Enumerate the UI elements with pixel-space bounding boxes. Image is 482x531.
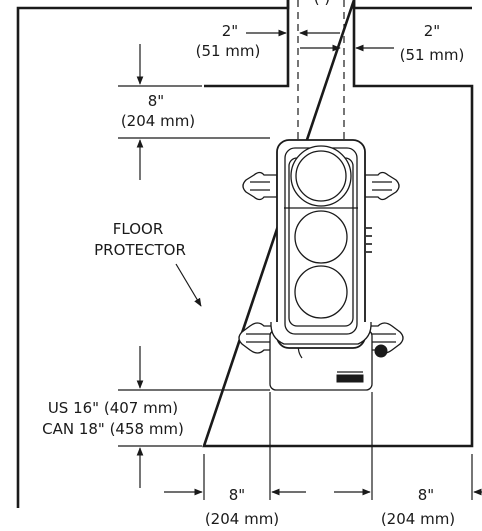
left-side-inches: 8" <box>229 486 245 504</box>
flue-left-gap-dimension: 2" (51 mm) <box>196 22 340 60</box>
stove-base-label <box>336 374 364 383</box>
front-clearance-can: CAN 18" (458 mm) <box>42 420 184 438</box>
flue-collar-inner <box>295 150 347 202</box>
front-clearance-us: US 16" (407 mm) <box>48 399 178 417</box>
left-side-mm: (204 mm) <box>205 510 279 528</box>
flue-pipe <box>297 0 345 140</box>
left-side-clearance-dimension: 8" (204 mm) <box>164 486 306 528</box>
flue-right-gap-dimension: 2" (51 mm) <box>300 22 464 64</box>
flue-right-gap-inches: 2" <box>424 22 440 40</box>
right-side-inches: 8" <box>418 486 434 504</box>
flue-right-gap-mm: (51 mm) <box>400 46 465 64</box>
front-clearance-dimension: US 16" (407 mm) CAN 18" (458 mm) <box>42 346 270 488</box>
stove-side-knobs <box>238 171 404 358</box>
stove-top-view <box>238 139 404 391</box>
floor-protector-label-line1: FLOOR <box>113 220 164 238</box>
stove-opening-lower <box>294 265 348 319</box>
flue-left-gap-mm: (51 mm) <box>196 42 261 60</box>
rear-clearance-inches: 8" <box>148 92 164 110</box>
floor-protector-outline <box>202 0 474 448</box>
stove-side-grille <box>366 227 372 253</box>
floor-protector-callout: FLOOR PROTECTOR <box>94 220 202 307</box>
floor-protector-label-line2: PROTECTOR <box>94 241 186 259</box>
top-label-remnant: ( ) <box>314 0 330 7</box>
stove-opening-upper <box>294 210 348 264</box>
right-side-clearance-dimension: 8" (204 mm) <box>334 486 482 528</box>
side-clearance-extension-lines <box>203 392 473 500</box>
right-side-mm: (204 mm) <box>381 510 455 528</box>
rear-clearance-mm: (204 mm) <box>121 112 195 130</box>
rear-clearance-dimension: 8" (204 mm) <box>118 44 270 180</box>
flue-left-gap-inches: 2" <box>222 22 238 40</box>
